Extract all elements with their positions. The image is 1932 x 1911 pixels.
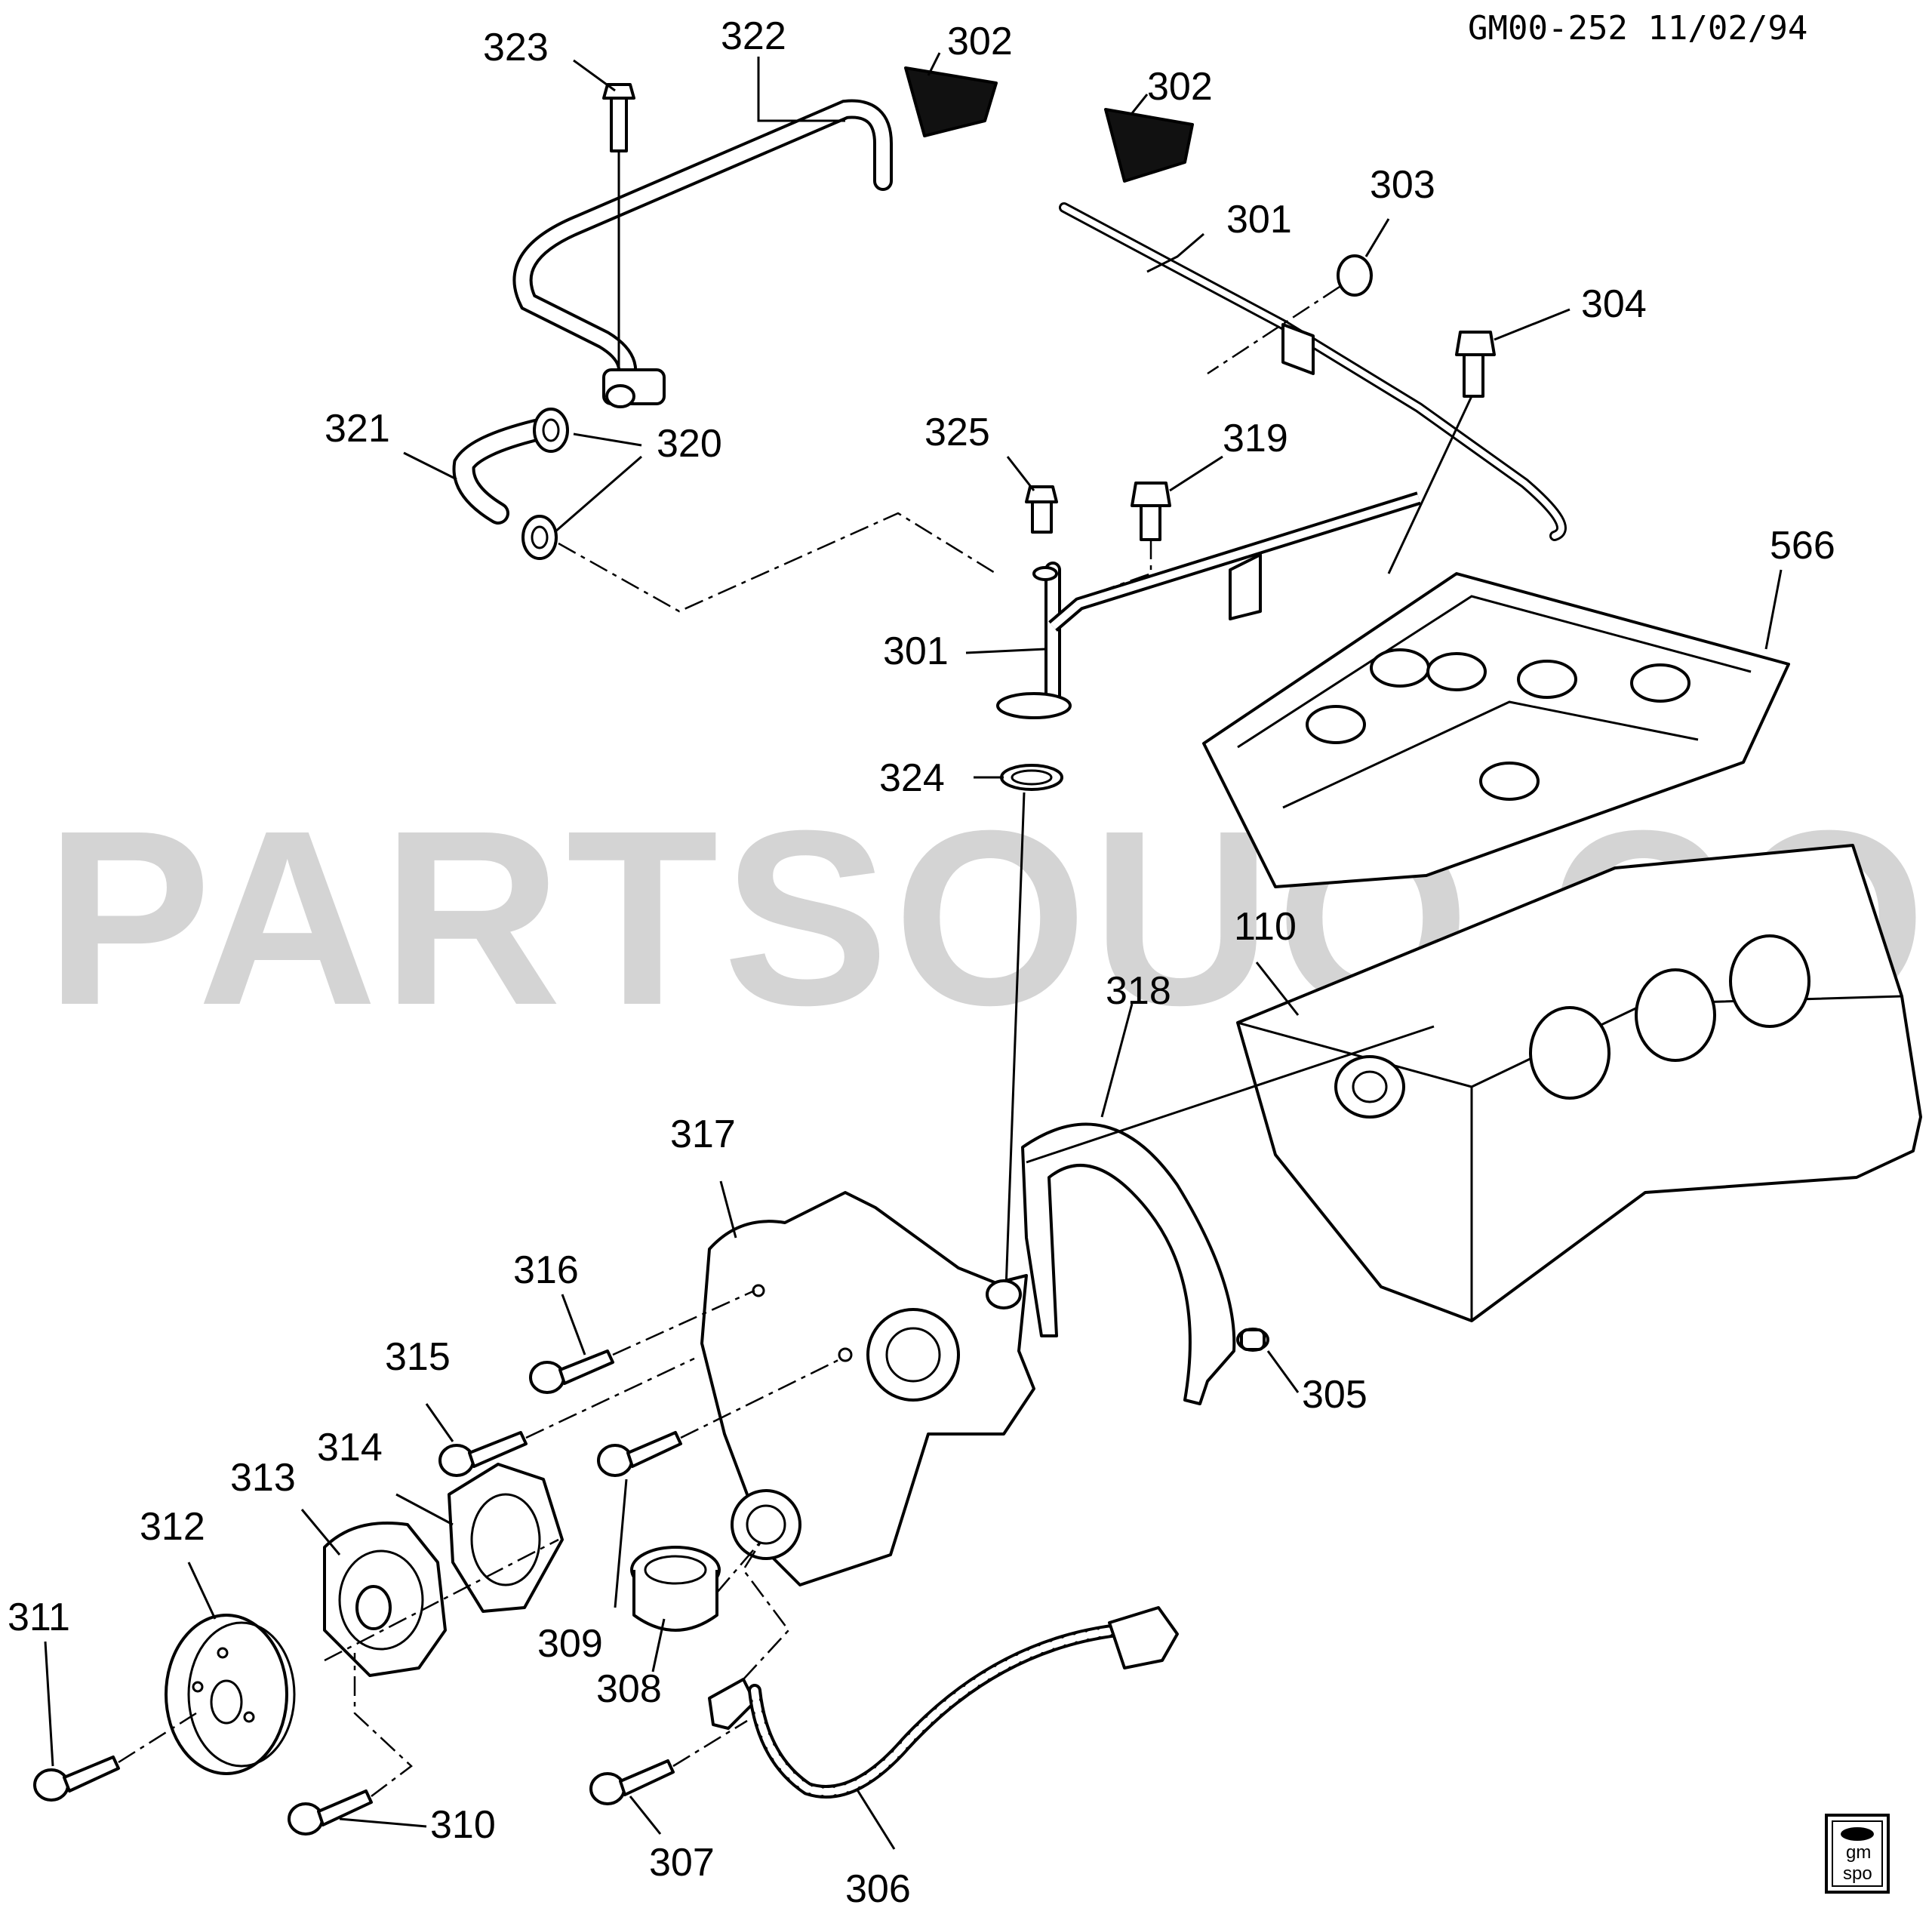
water-pump-bolt (288, 1653, 413, 1836)
callout-566: 566 (1770, 524, 1835, 568)
connector-hose (452, 419, 547, 525)
engine-block (1236, 844, 1922, 1322)
callout-319: 319 (1223, 417, 1288, 460)
oil-level-indicator (1059, 202, 1567, 541)
callout-110: 110 (1234, 905, 1297, 949)
cover-bolt-middle (438, 1357, 695, 1477)
bracket-nut (1207, 254, 1373, 375)
tube-bracket-bolt (1086, 482, 1171, 598)
intake-manifold (1202, 572, 1790, 888)
tube-bracket (1229, 553, 1262, 620)
callout-320: 320 (657, 422, 722, 466)
water-pump-pulley (165, 1614, 296, 1775)
badge-line-1: gm (1846, 1842, 1871, 1863)
tube-seal (1000, 764, 1063, 1352)
direction-arrow-left (904, 66, 998, 137)
callout-322: 322 (721, 14, 786, 58)
hose-route-line (558, 512, 997, 613)
water-pump-gasket (448, 1463, 564, 1613)
engine-front-cover (700, 1191, 1035, 1586)
callout-316: 316 (513, 1248, 579, 1292)
callout-313: 313 (230, 1456, 296, 1500)
callout-305: 305 (1302, 1373, 1367, 1417)
callout-317: 317 (670, 1112, 736, 1156)
callout-325: 325 (924, 411, 990, 454)
callout-323: 323 (483, 26, 549, 69)
cover-bolt-lower (597, 1357, 842, 1477)
callout-301-dipstick: 301 (1226, 198, 1292, 242)
vent-tube-bolt (602, 83, 635, 370)
cover-bolt-upper (529, 1289, 755, 1394)
callout-310: 310 (430, 1803, 496, 1847)
callout-302-left: 302 (947, 20, 1013, 63)
badge-line-2: spo (1843, 1863, 1872, 1884)
sensor-bolt (589, 1719, 748, 1805)
oil-level-tube (996, 491, 1421, 719)
callout-311: 311 (8, 1596, 70, 1639)
callout-314: 314 (317, 1426, 383, 1469)
hose-clamp-lower (521, 515, 558, 560)
pulley-bolt (33, 1712, 197, 1802)
callout-302-right: 302 (1147, 65, 1213, 109)
leader-lines (44, 52, 1783, 1850)
water-pump (323, 1522, 559, 1677)
callout-303: 303 (1370, 163, 1435, 207)
gm-spo-logo: gm spo (1825, 1814, 1890, 1894)
callout-318: 318 (1106, 969, 1171, 1013)
front-cover-gasket (1021, 1025, 1435, 1405)
callout-306: 306 (845, 1867, 911, 1911)
callout-308: 308 (596, 1667, 662, 1711)
diagram-reference: GM00-252 11/02/94 (1468, 9, 1807, 48)
callout-307: 307 (649, 1841, 715, 1885)
dipstick-tube-bolt (1387, 331, 1496, 574)
vent-tube (512, 99, 893, 408)
callout-321: 321 (325, 407, 390, 451)
crankshaft-position-sensor (708, 1539, 1179, 1799)
hose-clamp-upper (533, 408, 569, 453)
crankshaft-front-seal (630, 1539, 763, 1632)
expansion-plug (1236, 1328, 1269, 1352)
callout-301-tube: 301 (883, 629, 949, 673)
callout-315: 315 (385, 1335, 451, 1379)
callout-324: 324 (879, 756, 945, 800)
callout-304: 304 (1581, 282, 1647, 326)
callout-312: 312 (140, 1505, 205, 1549)
direction-arrow-right (1104, 108, 1194, 183)
callout-309: 309 (537, 1622, 603, 1666)
tube-sensor (1025, 485, 1058, 534)
